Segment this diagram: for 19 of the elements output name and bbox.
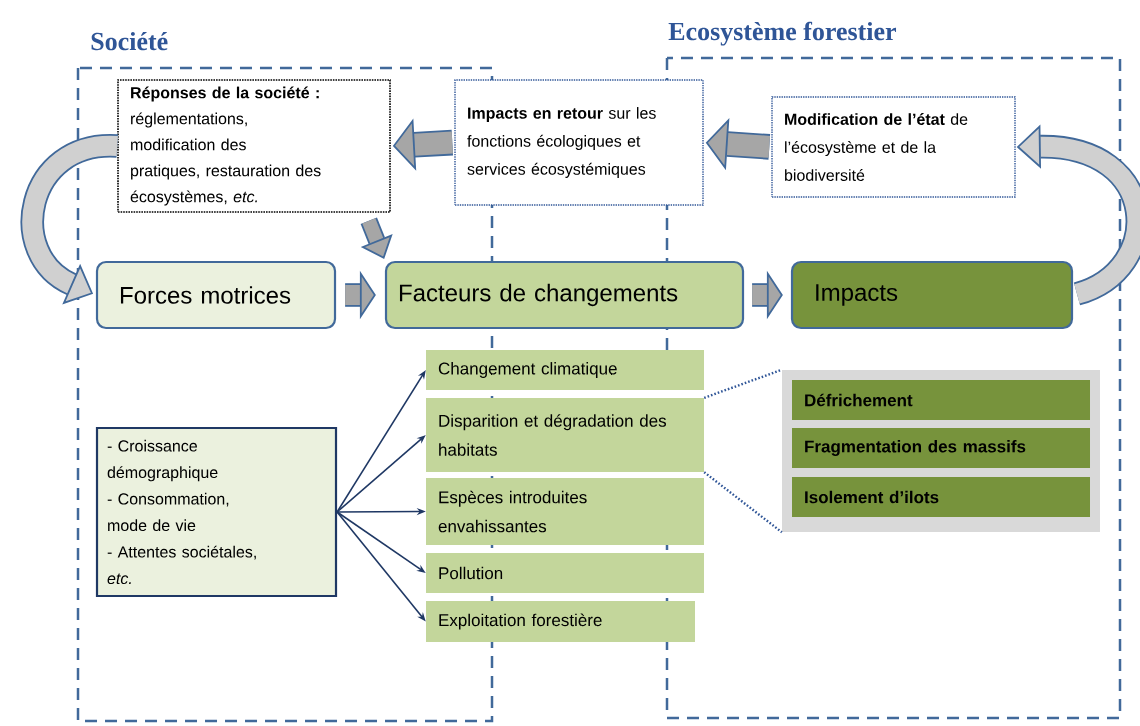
region-title: Société <box>91 31 168 51</box>
note-box: Réponses de la société : réglementations, modification des pratiques, restauration des écosystèmes, etc. <box>117 79 391 213</box>
impact-box: Défrichement <box>792 380 1090 420</box>
process-box: Facteurs de changements <box>384 260 745 330</box>
impact-box: Fragmentation des massifs <box>792 428 1090 468</box>
leader-line <box>703 368 783 399</box>
note-box: Modification de l’état de l’écosystème et de la biodiversité <box>771 96 1016 198</box>
process-box: Forces motrices <box>95 260 337 330</box>
factor-box: Changement climatique <box>426 350 704 390</box>
factor-box: Espèces introduites envahissantes <box>426 478 704 545</box>
region-title: Ecosystème forestier <box>668 21 897 46</box>
leader-line <box>703 471 783 534</box>
process-box: Impacts <box>790 260 1074 330</box>
factor-box: Pollution <box>426 553 704 593</box>
factor-box: Disparition et dégradation des habitats <box>426 398 704 472</box>
driver-list-box: - Croissance démographique - Consommation, mode de vie - Attentes sociétales, etc. <box>95 426 338 598</box>
impact-box: Isolement d’ilots <box>792 477 1090 517</box>
factor-box: Exploitation forestière <box>426 601 695 642</box>
note-box: Impacts en retour sur les fonctions écologiques et services écosystémiques <box>454 79 704 206</box>
